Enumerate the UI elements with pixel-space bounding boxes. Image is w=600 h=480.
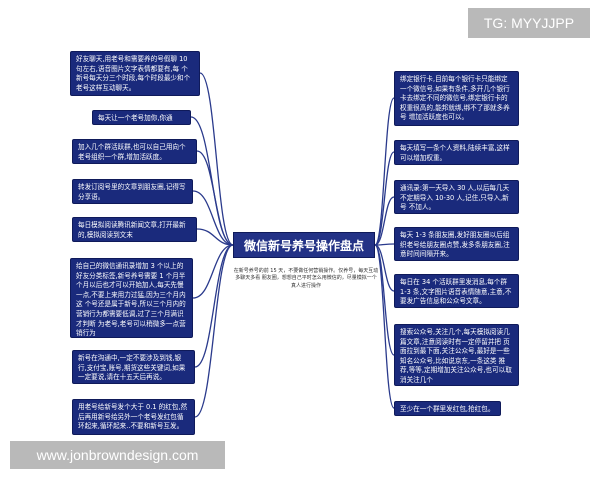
connector-right-5 — [374, 244, 395, 292]
connector-right-2 — [374, 151, 395, 246]
left-node-4: 转发订阅号里的文章到朋友圈,记得写分享语。 — [72, 179, 193, 204]
left-node-5: 每日模拟阅读腾讯新闻文章,打开最新的,模拟阅读到文末 — [72, 217, 197, 242]
right-node-2: 每天填写一条个人资料,陆续丰富,这样可以增加权重。 — [394, 140, 519, 165]
connector-left-8 — [194, 244, 234, 418]
connector-left-6 — [192, 244, 234, 299]
connector-right-3 — [374, 196, 395, 246]
left-node-6: 给自己的微信通讯录增加 3 个以上的好友分类标签,新号养号需要 1 个月半个月以… — [70, 258, 193, 338]
right-node-7: 至少在一个群里发红包,抢红包。 — [394, 401, 501, 416]
left-node-1: 好友聊天,用老号和需要养的号假聊 10 句左右,语音图片文字表情都要有,每 个新… — [70, 51, 200, 96]
left-node-3: 加入几个群活跃群,也可以自己用向个老号组织一个群,增加活跃度。 — [72, 139, 197, 164]
connector-right-1 — [374, 97, 395, 246]
connector-left-4 — [192, 190, 234, 246]
connector-right-6 — [374, 244, 395, 356]
left-node-8: 用老号给新号发个大于 0.1 的红包,然后再用新号给另外一个老号发红包循环起来,… — [72, 399, 195, 435]
connector-left-5 — [196, 228, 234, 246]
right-node-3: 通讯录:第一天导入 30 人,以后每几天不定期导入 10-30 人,记住,只导入… — [394, 180, 519, 214]
right-node-6: 搜索公众号,关注几个,每天模拟阅读几篇文章,注意阅读时有一定停留并把 页面拉到最… — [394, 324, 519, 386]
central-description: 在新号养号的前 15 天，不要做任何营销操作。仅养号，每天互动多聊天多看 朋友圈… — [233, 268, 379, 289]
central-topic: 微信新号养号操作盘点 — [233, 232, 375, 258]
right-node-1: 绑定银行卡,目前每个银行卡只能绑定一个微信号,如果有条件,多开几个银行 卡去绑定… — [394, 71, 519, 126]
connector-right-4 — [374, 243, 395, 246]
watermark-bottom: www.jonbrowndesign.com — [10, 441, 225, 469]
connector-left-3 — [196, 150, 234, 246]
connector-left-1 — [199, 72, 234, 246]
left-node-7: 新号在沟通中,一定不要涉及到钱,银行,支付宝,账号,期货这些关键词,如果一定要说… — [72, 350, 195, 384]
connector-right-7 — [374, 244, 395, 409]
right-node-4: 每天 1-3 条朋友圈,发好朋友圈以后组织老号给朋友圈点赞,发多条朋友圈,注 意… — [394, 227, 519, 261]
connector-left-7 — [194, 244, 234, 368]
left-node-2: 每天让一个老号加你,你通过。 — [92, 110, 191, 125]
right-node-5: 每日在 34 个活跃群里发消息,每个群 1-3 条,文字图片语音表情随意,主意,… — [394, 274, 519, 308]
watermark-top: TG: MYYJJPP — [468, 8, 590, 38]
